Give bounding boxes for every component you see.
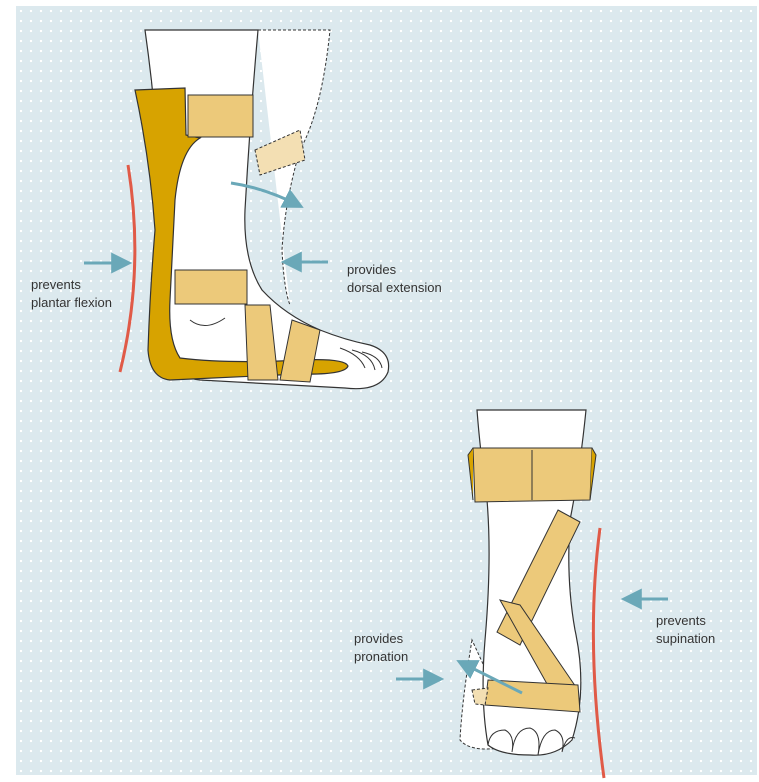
label-prevents-plantar-flexion: prevents plantar flexion — [31, 276, 112, 312]
front-leg-figure — [396, 410, 668, 778]
side-leg-figure — [84, 30, 389, 389]
ankle-strap — [175, 270, 247, 304]
calf-strap — [188, 95, 253, 137]
red-constraint-line-left — [120, 165, 135, 372]
label-line: provides — [347, 261, 442, 279]
label-line: prevents — [31, 276, 112, 294]
label-provides-pronation: provides pronation — [354, 630, 408, 666]
label-prevents-supination: prevents supination — [656, 612, 715, 648]
label-line: prevents — [656, 612, 715, 630]
label-line: dorsal extension — [347, 279, 442, 297]
label-provides-dorsal-extension: provides dorsal extension — [347, 261, 442, 297]
red-constraint-line-right — [593, 528, 604, 778]
label-line: provides — [354, 630, 408, 648]
label-line: plantar flexion — [31, 294, 112, 312]
label-line: supination — [656, 630, 715, 648]
label-line: pronation — [354, 648, 408, 666]
